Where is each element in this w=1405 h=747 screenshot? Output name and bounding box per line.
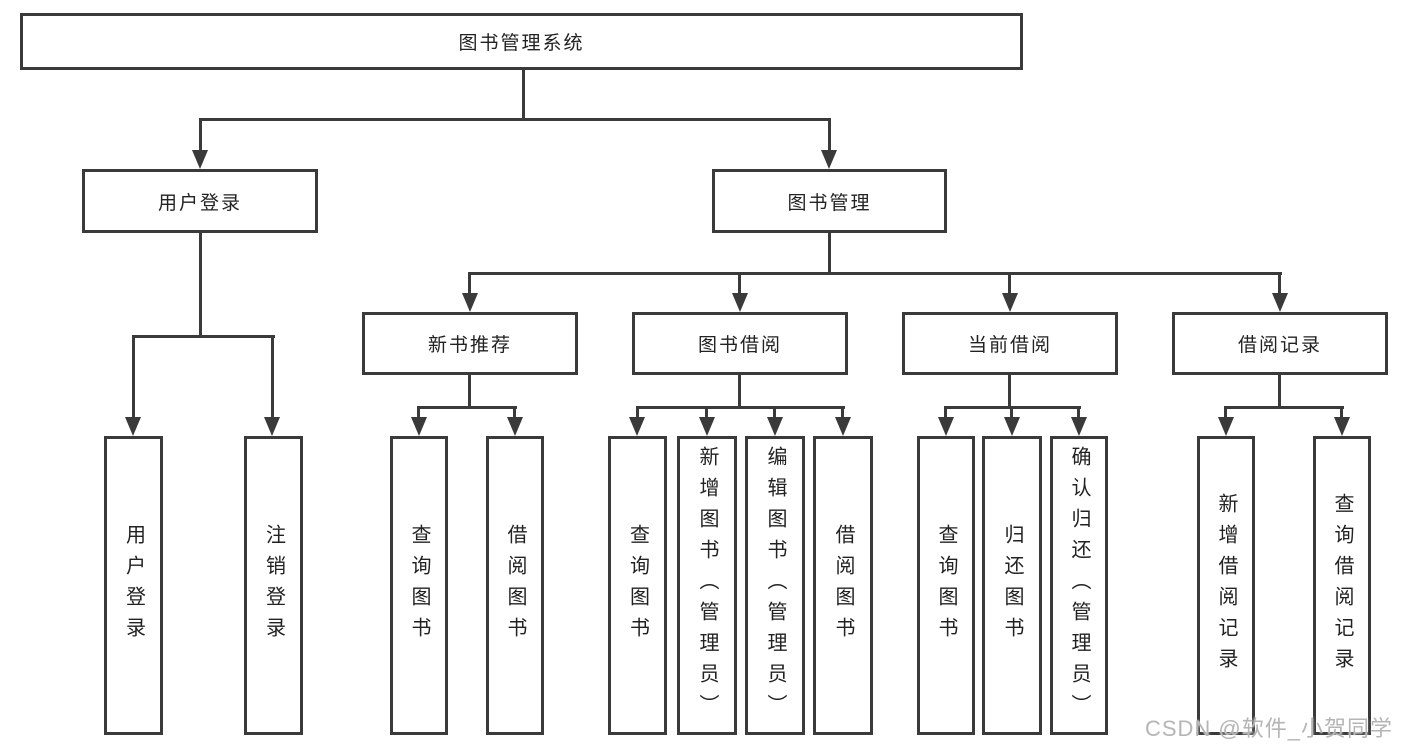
arrowhead-g2-leaf1 [411, 417, 427, 436]
connector-g2-vline [468, 375, 471, 409]
arrowhead-leaf-logout [264, 417, 280, 436]
leaf-query-borrow-record-label: 查询借阅记录 [1331, 492, 1353, 679]
connector-stem-new-book-recommend [468, 272, 471, 296]
connector-g5-stem2 [1340, 406, 1343, 420]
leaf-query-books-recommend-label: 查询图书 [408, 523, 430, 648]
connector-user-login-hline [132, 335, 275, 338]
connector-g4-stem3 [1077, 406, 1080, 420]
connector-stem-user-login [199, 118, 202, 151]
connector-g4-stem2 [1010, 406, 1013, 420]
leaf-borrow-books-borrowing: 借阅图书 [813, 436, 873, 735]
leaf-user-login-label: 用户登录 [122, 523, 145, 648]
leaf-borrow-books-recommend-label: 借阅图书 [504, 523, 526, 648]
leaf-return-books-label: 归还图书 [1001, 523, 1023, 648]
leaf-edit-book-admin-label: 编辑图书（管理员） [764, 446, 786, 725]
arrowhead-g5-leaf1 [1218, 417, 1234, 436]
connector-g4-vline [1008, 375, 1011, 409]
arrowhead-g4-leaf1 [938, 417, 954, 436]
connector-root-vline [522, 70, 525, 118]
arrowhead-new-book-recommend [462, 293, 478, 312]
arrowhead-g3-leaf4 [835, 417, 851, 436]
leaf-query-books-recommend: 查询图书 [390, 436, 448, 735]
arrowhead-book-management [821, 150, 837, 169]
csdn-watermark: CSDN @软件_小贺同学 [1144, 716, 1393, 741]
arrowhead-g3-leaf2 [699, 417, 715, 436]
leaf-add-book-admin: 新增图书（管理员） [677, 436, 737, 735]
leaf-borrow-books-recommend: 借阅图书 [486, 436, 544, 735]
node-library-system-label: 图书管理系统 [458, 33, 585, 54]
leaf-add-borrow-record: 新增借阅记录 [1197, 436, 1255, 735]
connector-g5-vline [1278, 375, 1281, 409]
node-user-login: 用户登录 [82, 169, 318, 233]
connector-g3-vline [738, 375, 741, 409]
arrowhead-g3-leaf1 [629, 417, 645, 436]
connector-stem-book-management [828, 118, 831, 151]
arrowhead-leaf-user-login [125, 417, 141, 436]
leaf-query-borrow-record: 查询借阅记录 [1313, 436, 1371, 735]
connector-stem-book-borrowing [738, 272, 741, 296]
connector-g5-hline [1224, 406, 1344, 409]
node-current-borrowing-label: 当前借阅 [967, 335, 1052, 356]
node-new-book-recommend: 新书推荐 [362, 312, 578, 375]
node-library-system: 图书管理系统 [20, 13, 1023, 70]
node-borrowing-records-label: 借阅记录 [1237, 335, 1322, 356]
arrowhead-borrowing-records [1272, 293, 1288, 312]
connector-g5-stem1 [1224, 406, 1227, 420]
leaf-query-books-borrowing: 查询图书 [608, 436, 667, 735]
leaf-return-books: 归还图书 [982, 436, 1042, 735]
connector-g2-stem2 [513, 406, 516, 420]
node-book-management: 图书管理 [712, 169, 947, 233]
connector-g2-stem1 [417, 406, 420, 420]
arrowhead-user-login [192, 150, 208, 169]
connector-g3-stem3 [773, 406, 776, 420]
connector-g3-hline [636, 406, 845, 409]
leaf-query-books-current: 查询图书 [917, 436, 975, 735]
connector-g2-hline [417, 406, 517, 409]
node-user-login-label: 用户登录 [157, 192, 242, 214]
leaf-query-books-borrowing-label: 查询图书 [626, 523, 649, 648]
arrowhead-book-borrowing [732, 293, 748, 312]
connector-level2-hline [468, 272, 1282, 275]
leaf-logout-label: 注销登录 [262, 523, 285, 648]
leaf-logout: 注销登录 [244, 436, 303, 735]
connector-book-management-vline [828, 233, 831, 275]
connector-stem-leaf-user-login [132, 335, 135, 420]
leaf-add-borrow-record-label: 新增借阅记录 [1215, 492, 1237, 679]
connector-stem-leaf-logout [271, 335, 274, 420]
arrowhead-g4-leaf2 [1004, 417, 1020, 436]
leaf-confirm-return-admin: 确认归还（管理员） [1050, 436, 1108, 735]
node-current-borrowing: 当前借阅 [902, 312, 1118, 375]
connector-g4-stem1 [944, 406, 947, 420]
node-borrowing-records: 借阅记录 [1172, 312, 1388, 375]
connector-stem-borrowing-records [1278, 272, 1281, 296]
connector-user-login-vline [199, 233, 202, 337]
arrowhead-g5-leaf2 [1334, 417, 1350, 436]
connector-stem-current-borrowing [1008, 272, 1011, 296]
leaf-add-book-admin-label: 新增图书（管理员） [696, 446, 718, 725]
node-book-borrowing-label: 图书借阅 [697, 335, 782, 356]
node-book-management-label: 图书管理 [787, 192, 872, 214]
connector-g3-stem2 [705, 406, 708, 420]
connector-g3-stem4 [841, 406, 844, 420]
leaf-edit-book-admin: 编辑图书（管理员） [745, 436, 805, 735]
arrowhead-current-borrowing [1002, 293, 1018, 312]
node-book-borrowing: 图书借阅 [632, 312, 848, 375]
leaf-query-books-current-label: 查询图书 [935, 523, 957, 648]
arrowhead-g2-leaf2 [507, 417, 523, 436]
connector-level1-hline [199, 118, 831, 121]
connector-g3-stem1 [636, 406, 639, 420]
leaf-user-login: 用户登录 [104, 436, 163, 735]
leaf-confirm-return-admin-label: 确认归还（管理员） [1068, 446, 1090, 725]
leaf-borrow-books-borrowing-label: 借阅图书 [832, 523, 854, 648]
arrowhead-g4-leaf3 [1071, 417, 1087, 436]
node-new-book-recommend-label: 新书推荐 [427, 335, 512, 356]
arrowhead-g3-leaf3 [767, 417, 783, 436]
